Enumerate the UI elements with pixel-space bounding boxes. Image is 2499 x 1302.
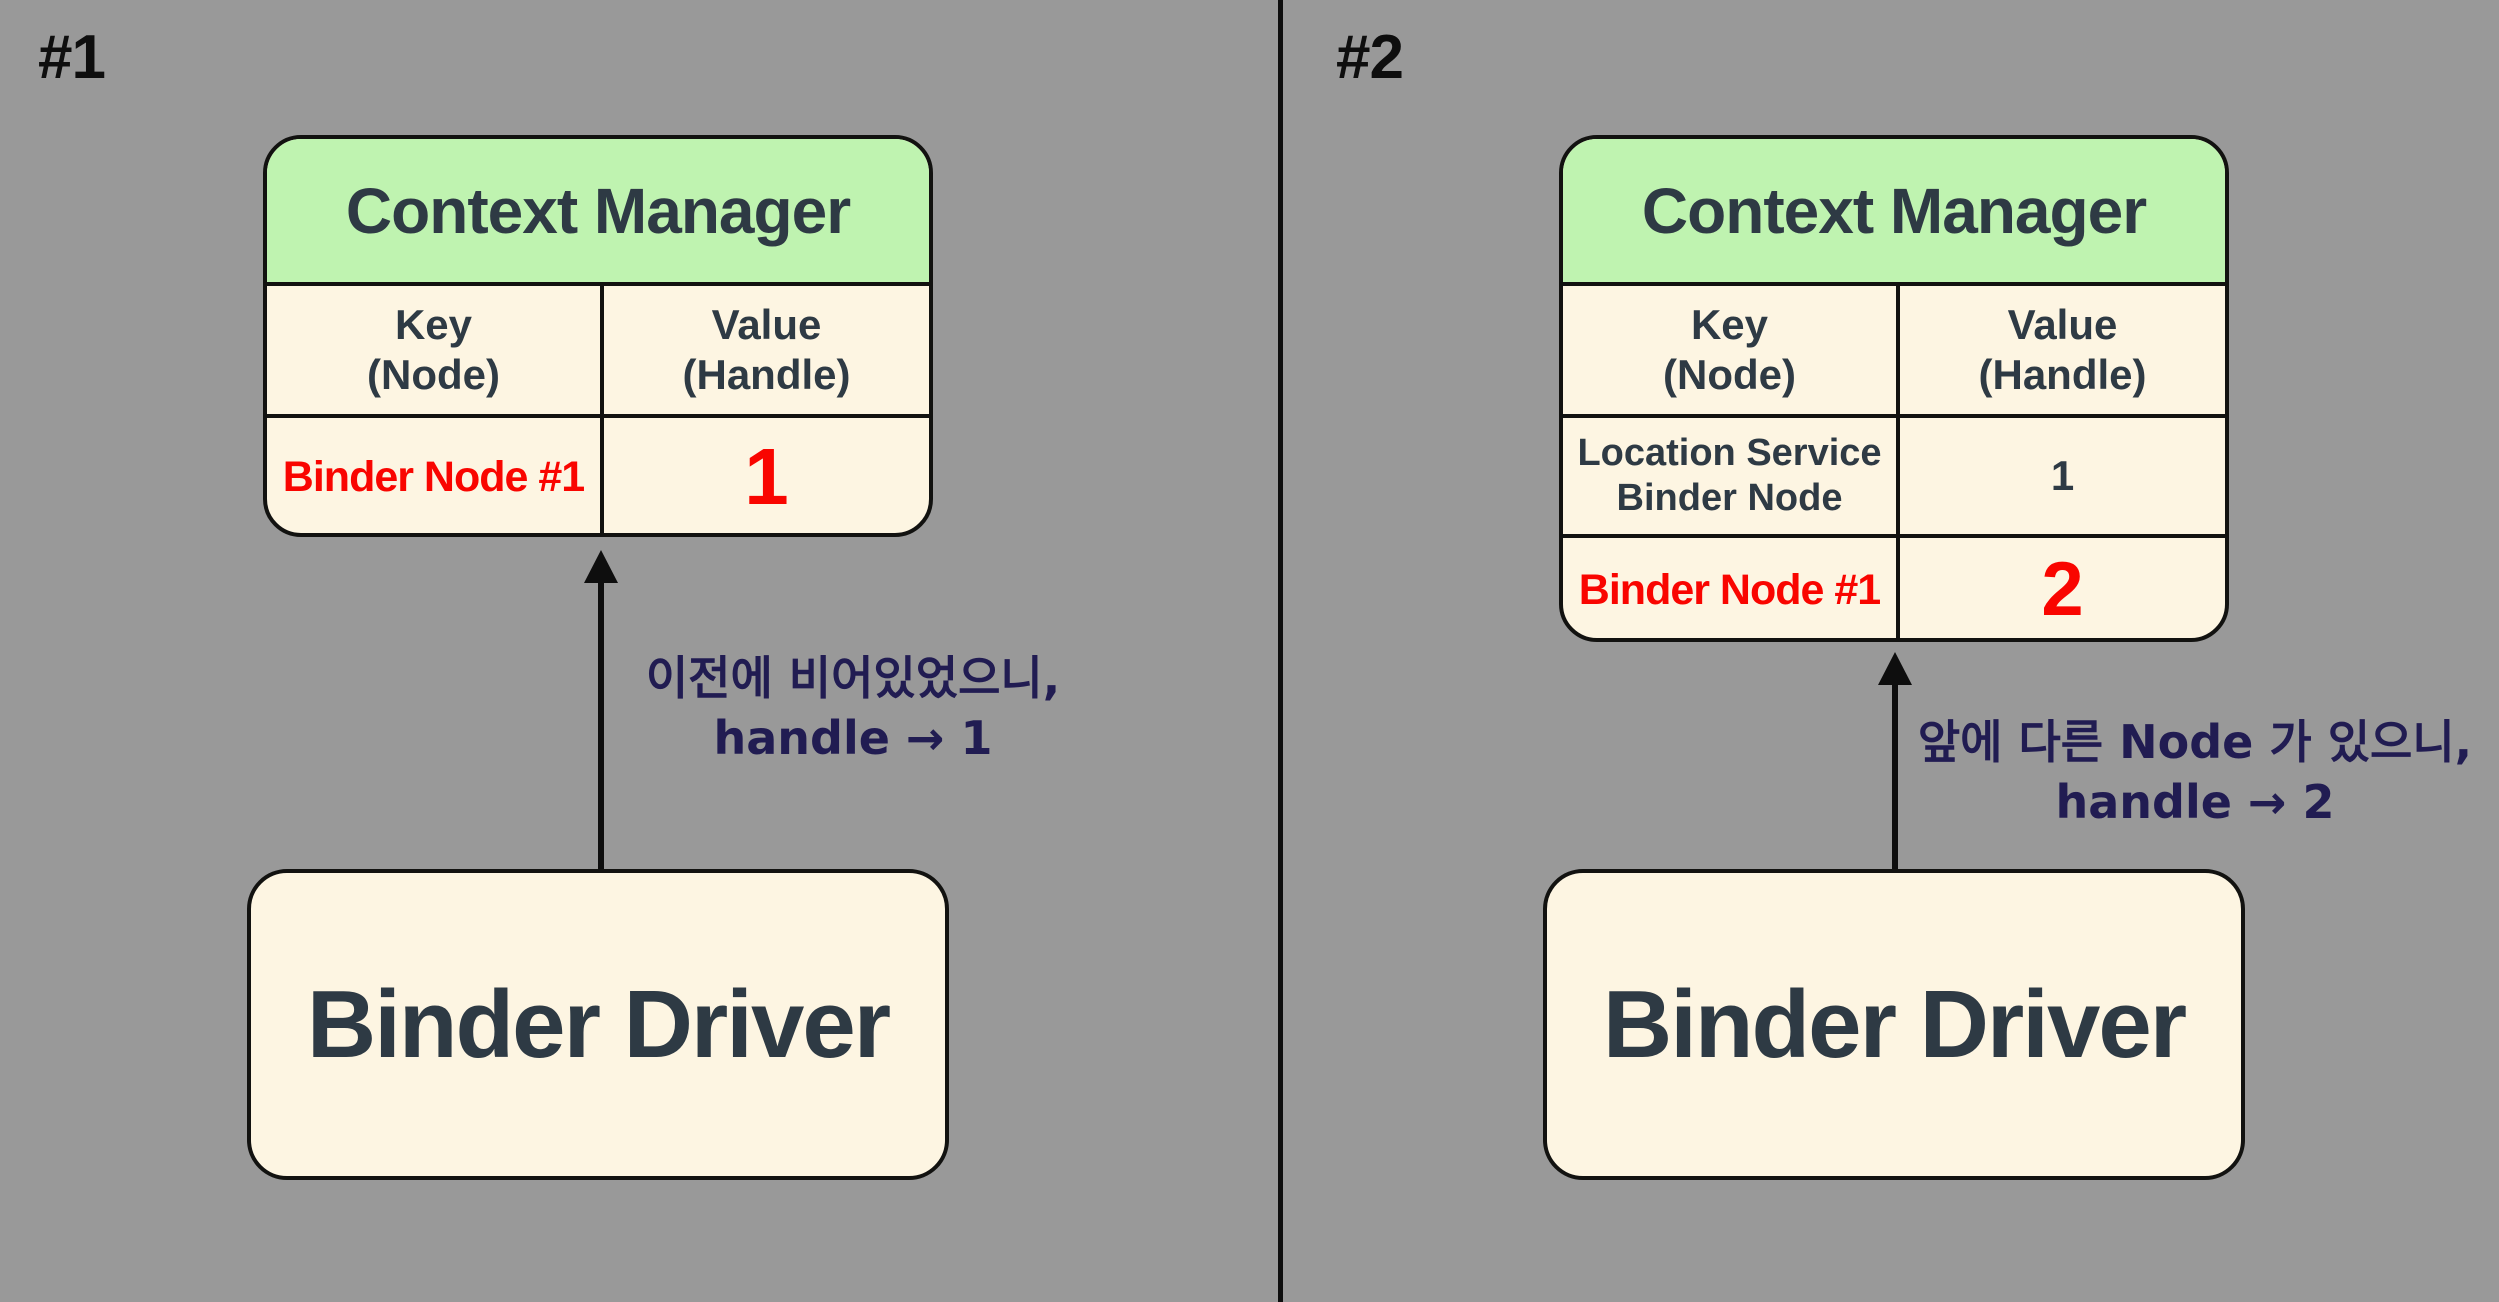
- value-header-line2: (Handle): [1978, 351, 2147, 398]
- annotation-1-line1: 이전에 비어있었으니,: [645, 651, 1061, 705]
- context-manager-table-2: Context Manager Key (Node) Value (Handle…: [1559, 135, 2229, 642]
- value-header-line1: Value: [2007, 301, 2118, 349]
- binder-driver-box-2: Binder Driver: [1543, 869, 2245, 1180]
- up-arrow-shaft: [598, 583, 604, 869]
- table-header-row: Key (Node) Value (Handle): [267, 286, 929, 418]
- table-row: Binder Node #1 1: [267, 418, 929, 533]
- value-cell-handle-1: 1: [744, 432, 789, 522]
- context-manager-title: Context Manager: [1563, 139, 2225, 286]
- value-column-header: Value (Handle): [604, 286, 929, 414]
- value-header-line2: (Handle): [682, 351, 851, 398]
- value-header-line1: Value: [711, 301, 822, 349]
- key-column-header: Key (Node): [1563, 286, 1900, 414]
- key-cell-binder-node-1: Binder Node #1: [1563, 538, 1900, 638]
- context-manager-table-1: Context Manager Key (Node) Value (Handle…: [263, 135, 933, 537]
- up-arrow-icon: [1878, 652, 1912, 869]
- up-arrow-icon: [584, 550, 618, 869]
- key-header-line1: Key: [394, 301, 473, 349]
- annotation-2-line1: 앞에 다른 Node 가 있으니,: [1917, 715, 2473, 769]
- value-cell-handle-1: 1: [2050, 452, 2075, 500]
- key-header-line1: Key: [1690, 301, 1769, 349]
- up-arrow-shaft: [1892, 685, 1898, 869]
- key-cell-binder-node-1: Binder Node #1: [267, 418, 604, 533]
- table-row: Location Service Binder Node 1: [1563, 418, 2225, 538]
- key-header-line2: (Node): [1663, 351, 1796, 398]
- context-manager-title: Context Manager: [267, 139, 929, 286]
- table-header-row: Key (Node) Value (Handle): [1563, 286, 2225, 418]
- annotation-1-line2: handle → 1: [713, 711, 993, 765]
- table-row: Binder Node #1 2: [1563, 538, 2225, 638]
- value-cell-handle-2: 2: [2041, 547, 2084, 633]
- panel-2-label: #2: [1336, 23, 1404, 92]
- key-column-header: Key (Node): [267, 286, 604, 414]
- key-cell-location-service: Location Service Binder Node: [1563, 418, 1900, 534]
- key-header-line2: (Node): [367, 351, 500, 398]
- annotation-2-line2: handle → 2: [2055, 775, 2335, 829]
- value-column-header: Value (Handle): [1900, 286, 2225, 414]
- annotation-2: 앞에 다른 Node 가 있으니, handle → 2: [1875, 712, 2499, 832]
- panel-1-label: #1: [38, 23, 106, 92]
- binder-driver-box-1: Binder Driver: [247, 869, 949, 1180]
- annotation-1: 이전에 비어있었으니, handle → 1: [573, 648, 1133, 768]
- up-arrow-head: [584, 550, 618, 583]
- panel-divider: [1278, 0, 1283, 1302]
- up-arrow-head: [1878, 652, 1912, 685]
